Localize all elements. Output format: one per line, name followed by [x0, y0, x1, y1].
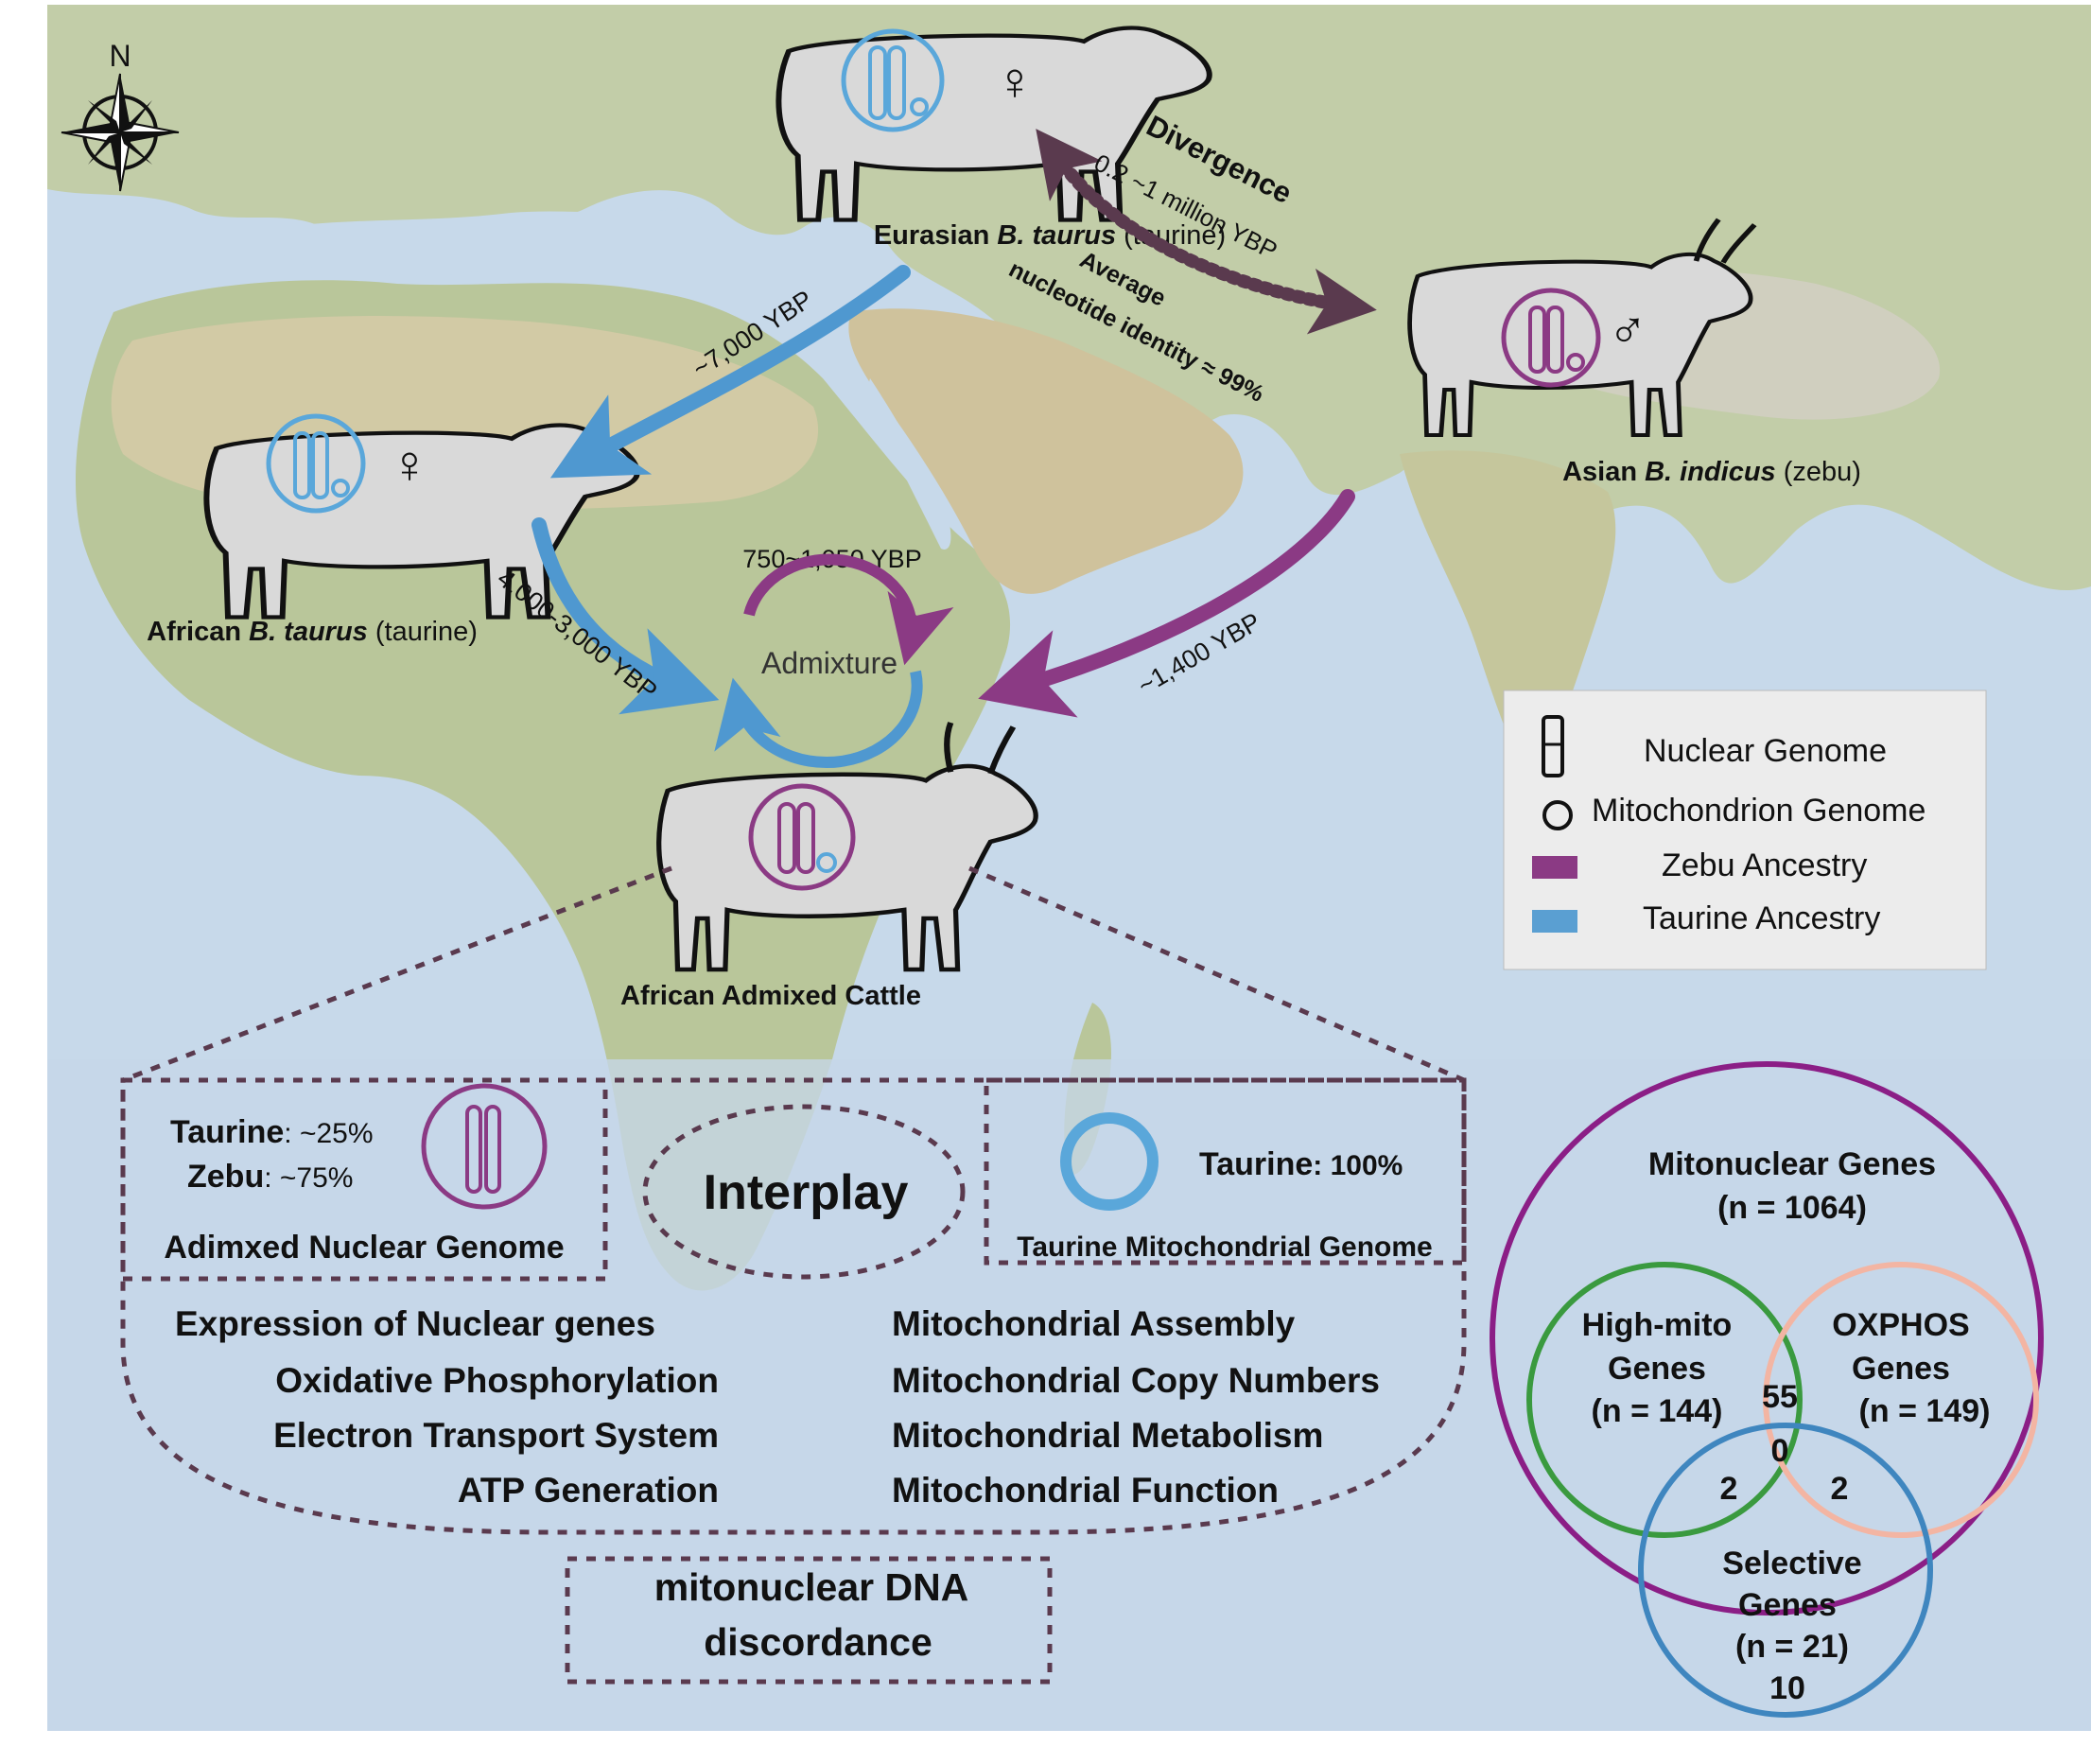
arrow-divergence [1036, 129, 1377, 335]
admixture-arc-zebu [743, 553, 954, 666]
zebu-swatch [1532, 856, 1577, 879]
legend-box [1503, 690, 1987, 970]
compass-north-label: N [109, 39, 131, 73]
legend-taurine-label: Taurine Ancestry [1643, 900, 1880, 936]
venn-outer-n: (n = 1064) [1717, 1190, 1867, 1226]
left-list-item: Expression of Nuclear genes [175, 1304, 655, 1343]
venn-value-sel-only: 10 [1769, 1670, 1805, 1706]
zebu-pct: Zebu: ~75% [187, 1159, 353, 1195]
arrow-asia-to-admixed [978, 489, 1355, 718]
venn-highmito [1526, 1262, 1803, 1538]
mitochondrion-icon [1542, 800, 1573, 830]
venn-outer-title: Mitonuclear Genes [1648, 1146, 1936, 1182]
right-list-item: Mitochondrial Function [892, 1471, 1279, 1510]
arrow-africa-to-admixed [531, 517, 720, 715]
venn-selective-label: Selective [1722, 1546, 1861, 1581]
venn-highmito-n: (n = 144) [1592, 1393, 1723, 1429]
nuclear-genome-icon [1542, 715, 1564, 777]
red-sea [865, 378, 951, 550]
right-list-item: Mitochondrial Metabolism [892, 1416, 1323, 1455]
interplay-label: Interplay [704, 1165, 909, 1220]
venn-oxphos [1763, 1262, 2039, 1538]
mito-box-title: Taurine Mitochondrial Genome [1017, 1231, 1432, 1263]
right-list-item: Mitochondrial Assembly [892, 1304, 1296, 1343]
venn-selective-label-2: Genes [1738, 1587, 1837, 1623]
left-list-item: Oxidative Phosphorylation [275, 1361, 719, 1400]
mediterranean [284, 208, 709, 276]
legend: Nuclear Genome Mitochondrion Genome Zebu… [1503, 690, 1987, 970]
interplay-region [120, 1077, 1467, 1535]
right-list-item: Mitochondrial Copy Numbers [892, 1361, 1380, 1400]
admixture-label: Admixture [761, 646, 897, 680]
eurasian-female-symbol: ♀ [995, 51, 1035, 111]
interplay-ellipse [642, 1104, 966, 1280]
african-admixed-cow [659, 722, 1036, 969]
venn-value-all: 0 [1771, 1433, 1789, 1469]
admixed-nuclear-badge [421, 1083, 548, 1210]
funnel-line-right [968, 865, 1465, 1083]
left-list-item: ATP Generation [458, 1471, 719, 1510]
asian-genome-badge [1501, 288, 1601, 388]
mito-genome-box [984, 1077, 1467, 1266]
venn-selective [1638, 1423, 1933, 1718]
admixed-label: African Admixed Cattle [620, 981, 921, 1011]
venn-value-hm-ox: 55 [1762, 1379, 1798, 1415]
legend-nuclear-label: Nuclear Genome [1644, 733, 1887, 769]
mito-taurine-pct: Taurine: 100% [1199, 1146, 1403, 1182]
african-female-symbol: ♀ [390, 434, 429, 494]
venn-diagram: Mitonuclear Genes (n = 1064) High-mito G… [1490, 1061, 2044, 1718]
legend-zebu-label: Zebu Ancestry [1662, 847, 1867, 883]
discordance-line-1: mitonuclear DNA [654, 1565, 969, 1609]
nuclear-box-title: Adimxed Nuclear Genome [164, 1230, 564, 1266]
venn-value-hm-sel: 2 [1720, 1471, 1738, 1507]
venn-oxphos-label: OXPHOS [1832, 1307, 1969, 1343]
legend-mito-label: Mitochondrion Genome [1592, 793, 1925, 829]
venn-highmito-label: High-mito [1582, 1307, 1733, 1343]
african-genome-badge [266, 413, 366, 514]
venn-mitonuclear [1490, 1061, 2044, 1616]
taurine-mito-ring [1060, 1112, 1159, 1211]
admixture-arc-taurine [714, 670, 923, 768]
venn-highmito-label-2: Genes [1608, 1351, 1706, 1387]
compass: N [61, 39, 180, 192]
venn-selective-n: (n = 21) [1735, 1629, 1849, 1665]
discordance-line-2: discordance [704, 1620, 932, 1664]
taurine-swatch [1532, 910, 1577, 933]
asian-zebu-cow [1410, 218, 1757, 435]
venn-oxphos-n: (n = 149) [1859, 1393, 1991, 1429]
eurasian-genome-badge [841, 28, 945, 132]
arabia-land [848, 308, 1244, 594]
venn-oxphos-label-2: Genes [1852, 1351, 1950, 1387]
admixed-genome-badge [748, 783, 856, 891]
asian-male-symbol: ♂ [1608, 300, 1647, 359]
arrow-eurasia-to-africa [549, 265, 911, 479]
left-list-item: Electron Transport System [273, 1416, 719, 1455]
asian-label: Asian B. indicus (zebu) [1562, 457, 1861, 487]
taurine-pct: Taurine: ~25% [170, 1114, 374, 1150]
african-label: African B. taurus (taurine) [147, 617, 478, 647]
funnel-line-left [122, 865, 672, 1083]
venn-value-ox-sel: 2 [1831, 1471, 1849, 1507]
